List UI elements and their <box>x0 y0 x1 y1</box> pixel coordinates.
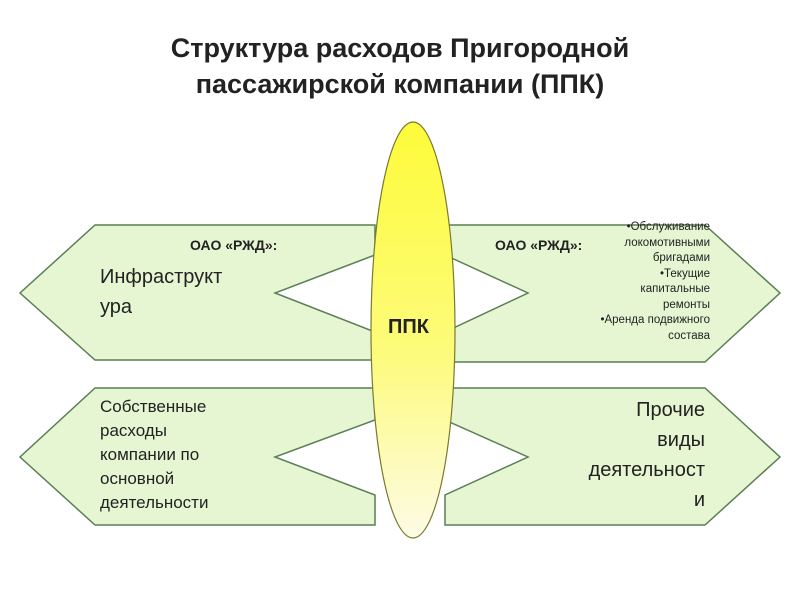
top-left-line-1: Инфраструкт <box>100 266 223 288</box>
top-right-line-8: состава <box>668 329 710 342</box>
top-right-line-7: •Аренда подвижного <box>600 314 710 326</box>
bottom-right-line-4: и <box>693 489 705 511</box>
bottom-right-text: Прочие виды деятельност и <box>589 395 705 515</box>
page-title: Структура расходов Пригородной пассажирс… <box>0 30 800 102</box>
title-line-1: Структура расходов Пригородной <box>170 33 630 63</box>
top-right-line-4: •Текущие <box>660 267 710 280</box>
bottom-left-line-1: Собственные <box>100 397 207 416</box>
bottom-left-line-3: компании по <box>100 445 200 464</box>
center-ellipse <box>370 121 456 539</box>
center-label: ППК <box>388 316 429 338</box>
top-right-line-6: ремонты <box>663 298 710 311</box>
bottom-right-line-3: деятельност <box>588 459 705 481</box>
top-left-text: Инфраструкт ура <box>100 262 222 322</box>
title-line-2: пассажирской компании (ППК) <box>195 69 605 99</box>
bottom-right-line-2: виды <box>657 429 705 451</box>
bottom-right-line-1: Прочие <box>636 399 705 421</box>
top-right-line-5: капитальные <box>640 283 710 295</box>
top-right-line-3: бригадами <box>652 252 710 264</box>
bottom-left-text: Собственные расходы компании по основной… <box>100 395 208 515</box>
bottom-left-line-2: расходы <box>100 421 167 440</box>
top-right-bullets: •Обслуживание локомотивными бригадами •Т… <box>510 220 710 360</box>
bottom-left-line-4: основной <box>100 469 175 488</box>
top-right-line-1: •Обслуживание <box>626 221 710 233</box>
top-left-header: ОАО «РЖД»: <box>190 237 278 253</box>
top-left-line-2: ура <box>100 296 133 318</box>
top-right-line-2: локомотивными <box>624 236 710 249</box>
shape-bottom-right <box>444 387 782 526</box>
top-right-header: ОАО «РЖД»: <box>495 237 583 253</box>
bottom-left-line-5: деятельности <box>100 493 209 512</box>
